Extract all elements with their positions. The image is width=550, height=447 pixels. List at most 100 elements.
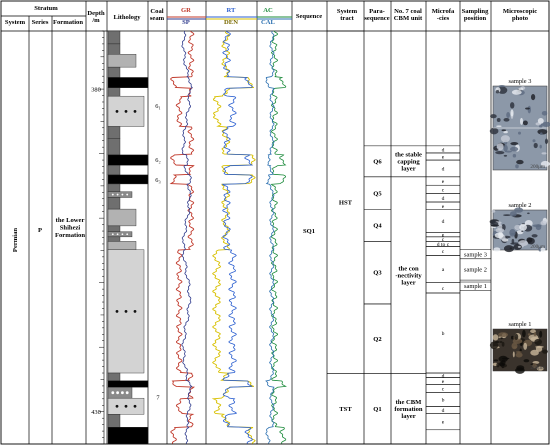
mineral-grain [506,112,510,118]
header-system: System [5,19,26,26]
mineral-grain [520,342,523,347]
grain-dot [133,404,137,408]
mineral-grain [527,105,531,114]
mineral-grain [518,240,529,247]
mineral-grain [535,346,543,352]
header-parasequence: Para-sequence [364,8,389,22]
ac-curve [270,30,287,444]
mineral-grain [498,332,509,338]
mineral-grain [515,351,523,353]
mineral-grain [518,87,524,91]
mineral-grain [510,102,515,109]
lithology-bed-mudstone [107,165,121,176]
mineral-grain [490,114,497,119]
mineral-grain [540,220,547,226]
column-headers: Stratum System Series Formation Depth/m … [5,5,537,26]
den-curve [211,30,256,444]
mineral-grain [515,352,523,358]
lithology-bed-fine_sandstone [107,191,133,198]
mineral-grain [535,224,542,231]
mineral-grain [542,349,548,354]
microfacies-label: d [442,219,445,225]
series-value: P [38,227,42,234]
mineral-grain [511,335,514,340]
header-depth: Depth/m [87,10,105,24]
mineral-grain [501,341,505,347]
coal-seam-label: 7 [156,395,160,402]
grain-dot [124,309,128,313]
mineral-grain [514,207,524,213]
lithology-bed-siltstone [107,241,137,250]
mineral-grain [496,125,502,127]
grain-dot [115,109,119,113]
lithology-bed-coal [107,77,149,88]
microfacies-label: c [442,187,445,193]
scale-bar-label: 200μm [530,365,545,371]
lithology-bed-mudstone [107,87,121,97]
header-formation: Formation [53,19,83,26]
mineral-grain [489,127,499,135]
microfacies-label: c [442,387,445,393]
mineral-grain [491,209,496,213]
depth-tick-label: 430 [91,409,101,416]
grain-dot [126,193,129,196]
grain-dot [126,233,129,236]
lithology-bed-siltstone [107,54,137,68]
scale-bar-label: 200μm [530,244,545,250]
lithology-bed-coal [107,427,149,445]
depth-tick-label: 380 [91,86,101,93]
microfacies-label: d to c [437,242,450,248]
parasequence-label: Q3 [373,270,382,277]
mineral-grain [537,118,544,124]
mineral-grain [527,212,530,215]
mineral-grain [522,120,528,126]
microfacies-label: d [442,196,445,202]
mineral-grain [490,224,500,227]
mineral-grain [544,138,549,145]
mineral-grain [512,153,517,158]
lithology-bed-siltstone [107,208,137,227]
mineral-grain [513,346,517,349]
header-ac: AC [263,7,273,14]
lithology-bed-mudstone [107,126,121,139]
grain-dot [115,309,119,313]
mineral-grain [512,338,523,344]
mineral-grain [499,363,505,367]
coal-seam-label: 6₂ [155,157,160,164]
mineral-grain [512,351,515,358]
lithology-bed-mudstone [107,414,121,428]
parasequence-label: Q2 [373,336,382,343]
mineral-grain [497,86,508,94]
mineral-grain [513,244,522,250]
microfacies-label: e [442,379,445,385]
mineral-grain [495,90,500,94]
mineral-grain [541,111,548,116]
header-stratum: Stratum [34,5,58,12]
coal-seam-label: 6₃ [155,177,160,184]
grain-dot [111,233,114,236]
sampling-position-label: sample 2 [464,266,487,273]
mineral-grain [500,337,503,340]
mineral-grain [495,228,505,233]
mineral-grain [539,144,542,149]
mineral-grain [532,139,536,143]
lithology-bed-mudstone [107,66,121,78]
grain-dot [125,391,129,395]
sequence-value: SQ1 [303,228,315,235]
mineral-grain [493,247,501,252]
parasequence-label: Q6 [373,158,382,165]
lithology-bed-coal [107,380,149,388]
mineral-grain [520,117,523,125]
mineral-grain [510,109,514,117]
lithology-bed-mudstone [107,183,121,192]
microfacies-label: c [442,237,445,243]
